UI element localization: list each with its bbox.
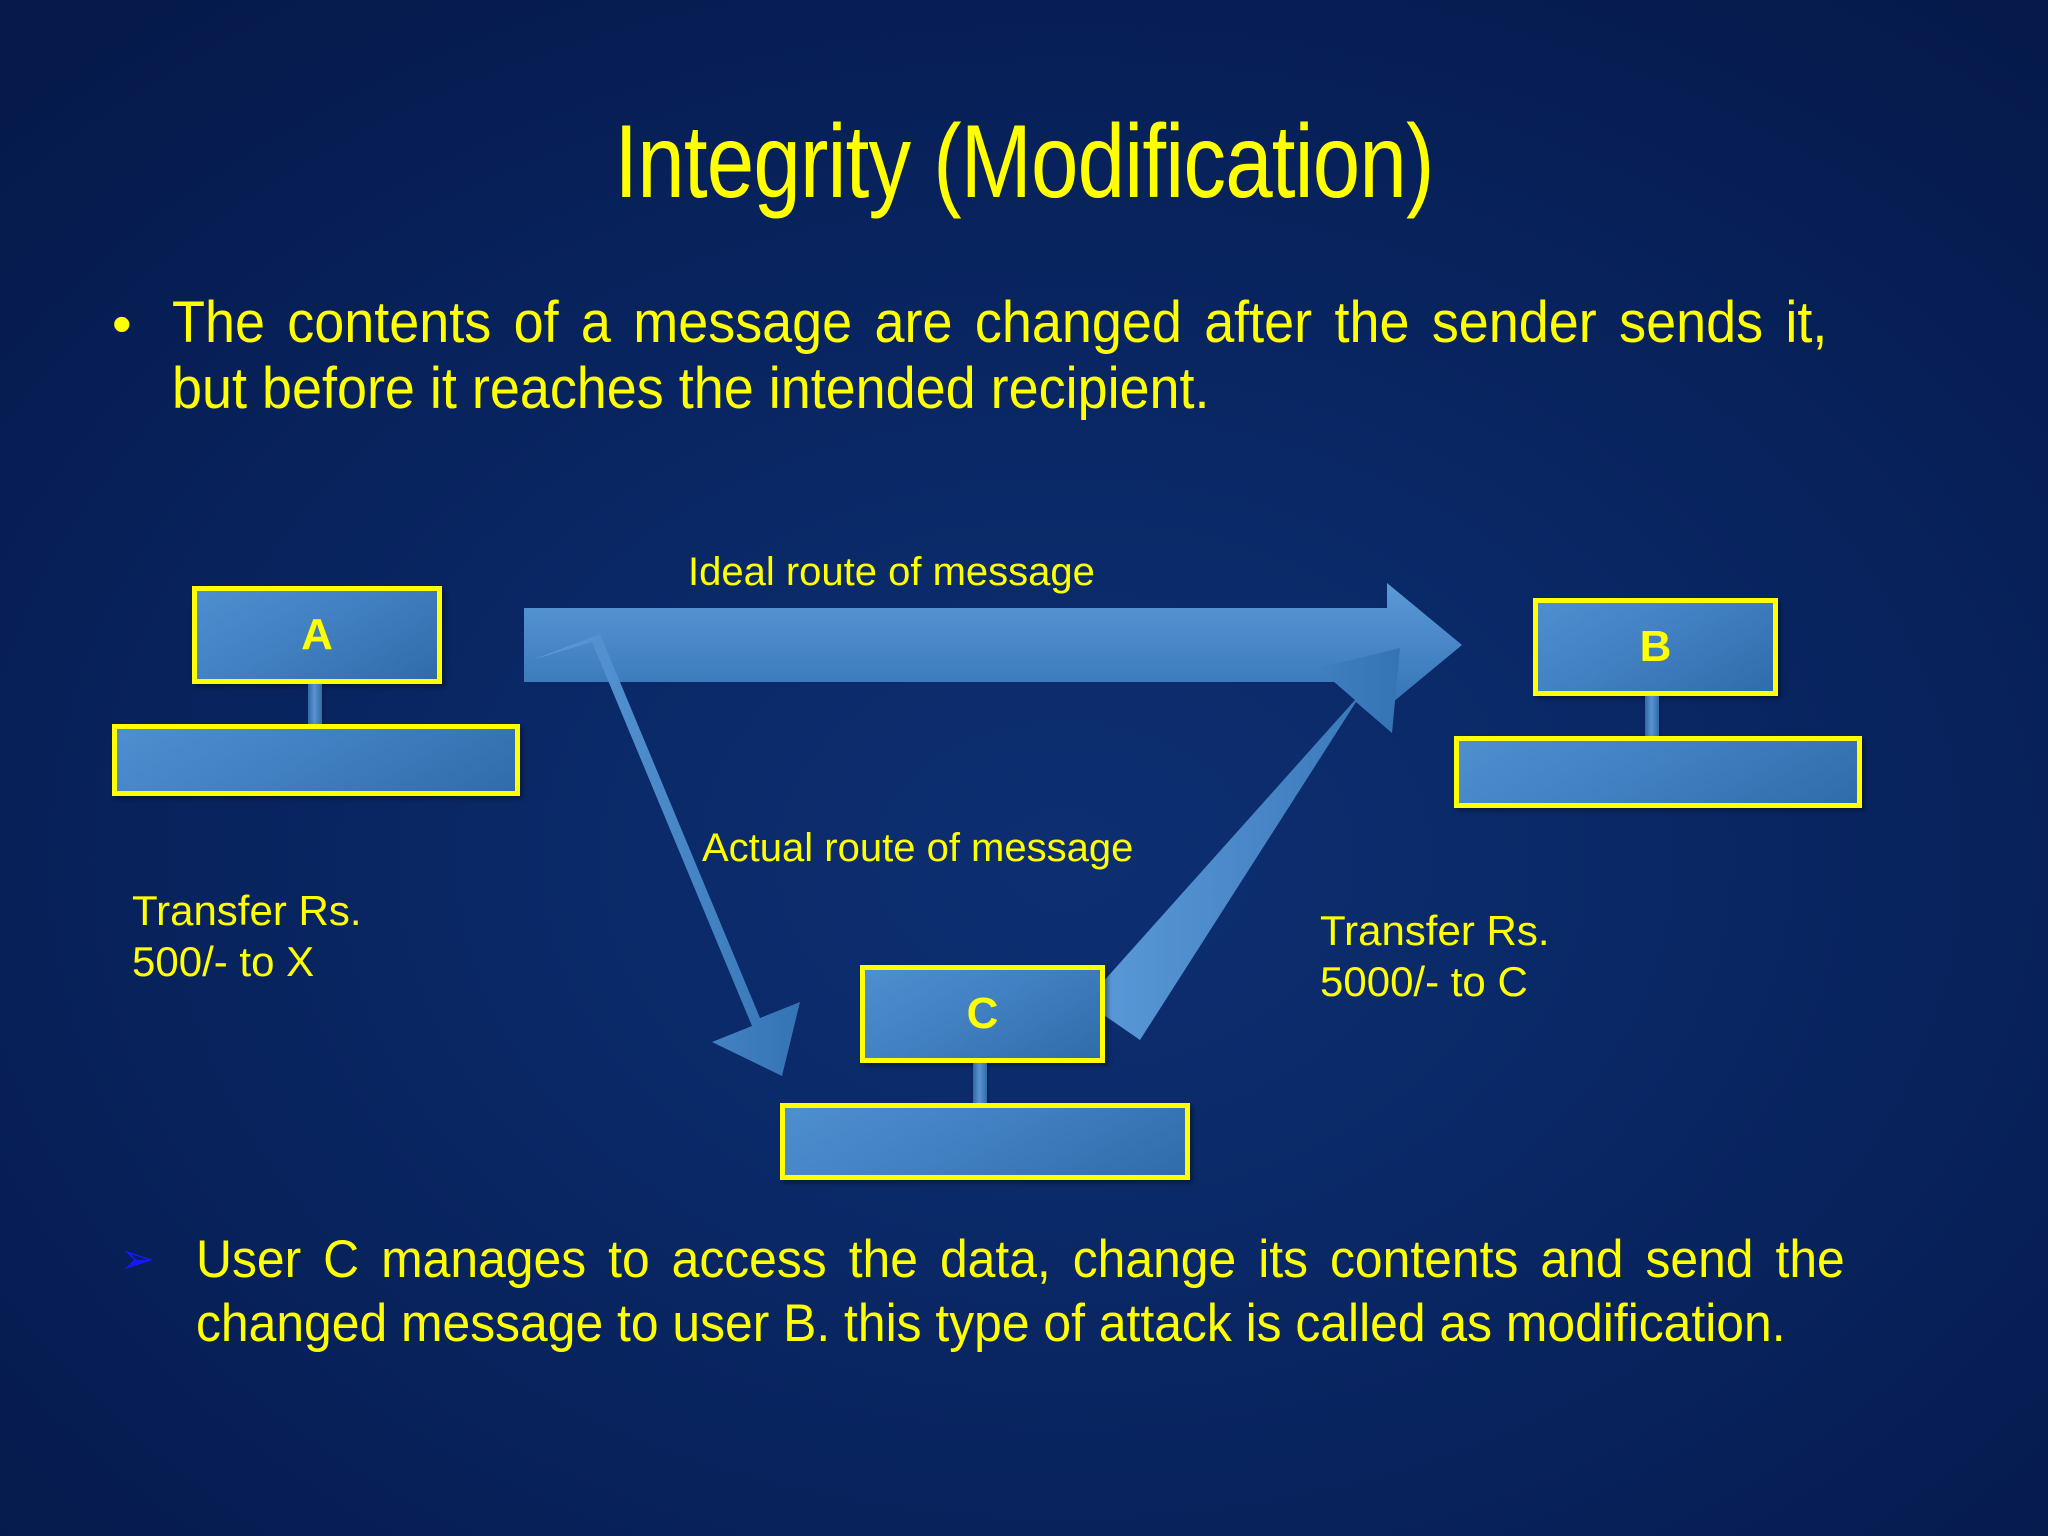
bullet-top: • The contents of a message are changed … — [112, 290, 1952, 422]
bullet-bottom-text: User C manages to access the data, chang… — [196, 1230, 1845, 1353]
page-title: Integrity (Modification) — [614, 104, 1434, 220]
node-a-base — [112, 724, 520, 796]
node-c-base — [780, 1103, 1190, 1180]
node-a-screen: A — [192, 586, 442, 684]
label-ideal-route: Ideal route of message — [688, 550, 1095, 594]
node-c-screen: C — [860, 965, 1105, 1063]
bullet-top-text: The contents of a message are changed af… — [172, 290, 1828, 422]
node-a-stem — [308, 684, 322, 726]
arrow-ideal-route — [524, 583, 1462, 707]
arrow-bullet-icon: ➢ — [120, 1235, 156, 1282]
node-b-screen: B — [1533, 598, 1778, 696]
node-c[interactable]: C — [780, 965, 1200, 1180]
arrow-actual-route-down — [532, 634, 800, 1076]
label-actual-route: Actual route of message — [702, 826, 1134, 870]
node-b-stem — [1645, 696, 1659, 738]
bullet-bottom: ➢ User C manages to access the data, cha… — [120, 1228, 1950, 1355]
node-b-label: B — [1639, 622, 1672, 671]
bullet-dot-icon: • — [112, 292, 132, 355]
node-c-stem — [973, 1063, 987, 1105]
annotation-transfer-left: Transfer Rs. 500/- to X — [132, 887, 362, 986]
node-b[interactable]: B — [1440, 598, 1862, 808]
annotation-transfer-right: Transfer Rs. 5000/- to C — [1320, 907, 1550, 1006]
node-c-label: C — [966, 989, 999, 1038]
node-a-label: A — [301, 610, 333, 659]
arrow-actual-route-up — [1085, 648, 1400, 1040]
node-b-base — [1454, 736, 1862, 808]
node-a[interactable]: A — [112, 586, 532, 796]
